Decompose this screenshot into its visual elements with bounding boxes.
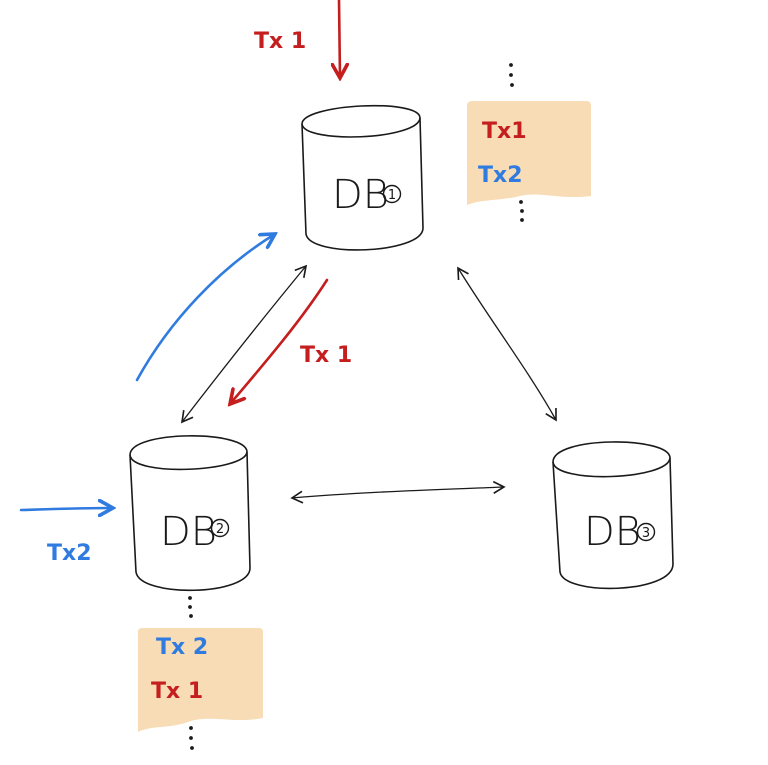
db2-node: DB 2 <box>129 435 251 592</box>
tx1-top-label: Tx 1 <box>254 29 306 54</box>
db1-label: DB <box>332 172 389 218</box>
db1-node: DB 1 <box>301 104 424 251</box>
db2-number: 2 <box>216 522 224 537</box>
db1-log-entry-1: Tx1 <box>482 119 527 144</box>
db2-cylinder <box>129 435 251 592</box>
db1-cylinder <box>301 104 424 251</box>
db3-label: DB <box>584 509 641 555</box>
tx1-incoming-arrow <box>339 0 340 78</box>
db1-log-entry-2: Tx2 <box>478 163 523 188</box>
db2-label: DB <box>160 509 217 555</box>
db3-node: DB 3 <box>552 441 674 590</box>
db2-log-entry-2: Tx 1 <box>151 679 203 704</box>
db1-log: Tx1 Tx2 <box>467 63 591 222</box>
db2-log: Tx 2 Tx 1 <box>138 596 263 750</box>
db3-number: 3 <box>642 526 650 541</box>
db1-number: 1 <box>388 188 396 203</box>
tx2-left-label: Tx2 <box>47 541 92 566</box>
link-db2-db3 <box>290 480 506 504</box>
tx1-mid-label: Tx 1 <box>300 343 352 368</box>
db2-log-note <box>138 628 263 732</box>
tx2-incoming-arrow <box>19 508 113 510</box>
db3-cylinder <box>552 441 674 590</box>
db1-log-note <box>467 101 591 205</box>
db2-number-circle <box>210 518 230 538</box>
db2-log-entry-1: Tx 2 <box>156 635 208 660</box>
tx2-replication-arrow <box>135 234 275 382</box>
tx1-replication-arrow <box>230 278 329 404</box>
db1-number-circle <box>382 184 402 204</box>
link-db1-db2 <box>180 264 308 424</box>
db3-number-circle <box>636 522 656 542</box>
link-db1-db3 <box>457 266 557 422</box>
